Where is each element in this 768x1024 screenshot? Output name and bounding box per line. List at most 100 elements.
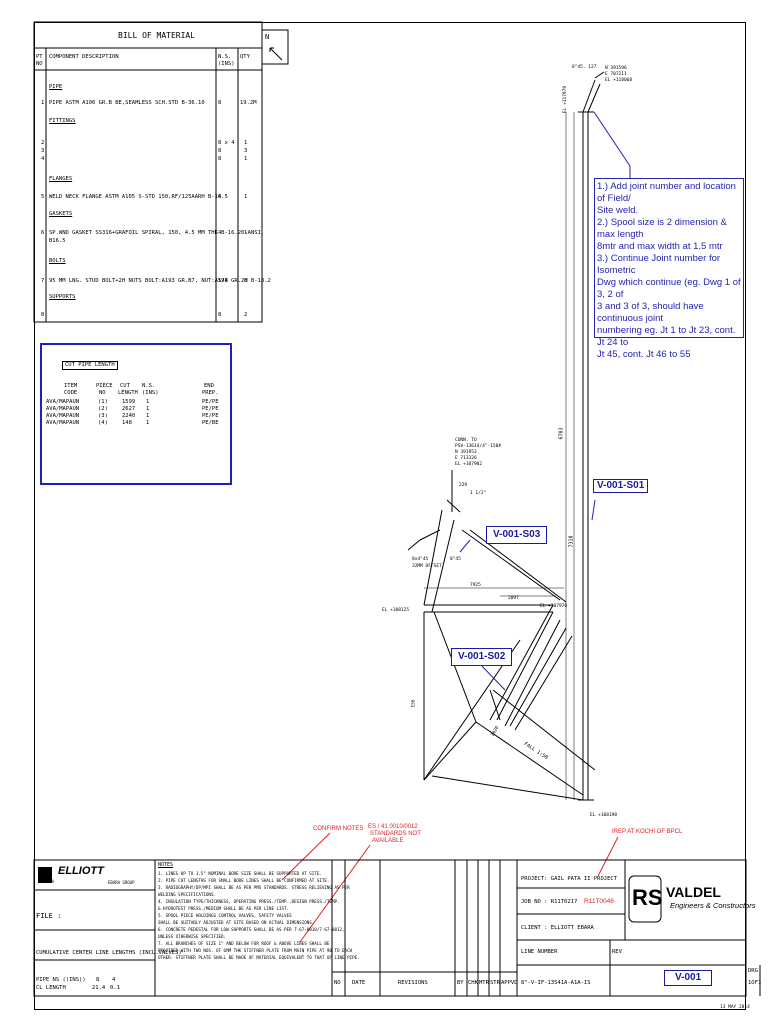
bom-row-ns: 4 — [218, 230, 222, 236]
cut-header-prep: PREP. — [202, 390, 219, 396]
bom-row-qty: 2 — [244, 312, 248, 318]
general-note-line: 2. PIPE CUT LENGTHS FOR SMALL BORE LINES… — [158, 878, 330, 883]
bom-row-desc: WELD NECK FLANGE ASTM A105 S-STD 150,RF/… — [49, 194, 228, 200]
bom-row-desc: 95 MM LNG. STUD BOLT+2H NUTS BOLT:A193 G… — [49, 278, 271, 284]
cut-row-ns: 1 — [146, 413, 150, 419]
cut-row-length: 2627 — [122, 406, 136, 412]
rev-col-str: STR — [490, 980, 500, 986]
notes-title: NOTES — [158, 862, 174, 868]
iso-elevation: EL +108190 — [590, 813, 618, 818]
rev-col-revisions: REVISIONS — [398, 980, 428, 986]
cut-header-end: END — [204, 383, 214, 389]
pipe-ns-value: 4 — [112, 977, 116, 983]
line-number-label: LINE NUMBER — [521, 949, 558, 955]
bom-row-qty: 19.2M — [240, 100, 257, 106]
rev-col-no: NO — [334, 980, 341, 986]
cut-row-piece: (1) — [98, 399, 108, 405]
red-confirm-notes: CONFIRM NOTES — [313, 826, 364, 832]
cut-header-piece: PIECE — [96, 383, 113, 389]
ebara-mark-icon — [38, 867, 52, 883]
iso-dim: 7925 — [470, 583, 481, 588]
iso-dim: 229 — [459, 483, 468, 488]
note-line: Dwg which continue (eg. Dwg 1 of 3, 2 of — [597, 277, 741, 300]
iso-coord: N 391596 — [605, 66, 627, 71]
sheet-label: 1OF1 — [748, 980, 762, 986]
cut-header-ins: (INS) — [142, 390, 159, 396]
review-note-box: 1.) Add joint number and location of Fie… — [594, 178, 744, 360]
job-no-field: JOB NO : R11T0217 — [521, 899, 578, 905]
cut-row-code: AVA/MAPAUN — [46, 413, 80, 419]
iso-conn: N 391953 — [455, 450, 477, 455]
bom-row-desc: B16.5 — [49, 238, 66, 244]
cut-header-cut: CUT — [120, 383, 130, 389]
iso-reducer: 8x4"45 — [412, 557, 429, 562]
general-note-line: 1. LINES UP TO 1.5" NOMINAL BORE SIZE SH… — [158, 871, 322, 876]
bom-row-ns: 8 — [218, 312, 222, 318]
bom-title: BILL OF MATERIAL — [118, 31, 196, 40]
bom-row-no: 3 — [41, 148, 45, 154]
elliott-text: ELLIOTT — [58, 865, 104, 877]
project-field: PROJECT: GAIL PATA II PROJECT — [521, 876, 618, 882]
cumulative-label: CUMULATIVE CENTER LINE LENGTHS (INCL.VAL… — [36, 950, 182, 956]
bom-row-no: 5 — [41, 194, 45, 200]
iso-dim: 7310 — [568, 535, 575, 548]
general-note-line: SHALL BE SUITABLY ADJUSTED AT SITE BASED… — [158, 920, 315, 925]
bom-row-no: 2 — [41, 140, 45, 146]
bom-row-ns: 5/8 — [218, 278, 228, 284]
bom-row-qty: 1 — [244, 230, 248, 236]
note-line: 8mtr and max width at 1.5 mtr — [597, 241, 723, 252]
bom-row-ns: 8 — [218, 148, 222, 154]
general-note-line: & HYDROTEST PRESS./MEDIUM SHALL BE AS PE… — [158, 906, 290, 911]
iso-elbow: 8"45 — [450, 557, 461, 562]
general-note-line: 5. SPOOL PIECE HOLDINGS CONTROL VALVES, … — [158, 913, 292, 918]
iso-elevation: EL +108125 — [382, 608, 410, 613]
cut-row-ns: 1 — [146, 420, 150, 426]
iso-conn: PSV-13614/4"-150# — [455, 444, 502, 449]
bom-col-pt: PT — [36, 54, 43, 60]
print-date: 13 MAY 2014 — [720, 1005, 750, 1010]
cut-row-prep: PE/BE — [202, 420, 219, 426]
file-label: FILE : — [36, 912, 62, 920]
cut-header-length: LENGTH — [118, 390, 138, 396]
general-note-line: UNLESS OTHERWISE SPECIFIED. — [158, 934, 227, 939]
cut-row-piece: (2) — [98, 406, 108, 412]
cut-row-length: 148 — [122, 420, 132, 426]
ebara-group-text: EBARA GROUP — [108, 880, 135, 885]
note-line: 2.) Spool size is 2 dimension & max leng… — [597, 217, 727, 240]
engineers-tagline: Engineers & Constructors — [670, 901, 756, 910]
rev-col-appvd: APPVD — [501, 980, 518, 986]
cut-row-prep: PE/PE — [202, 399, 219, 405]
client-field: CLIENT : ELLIOTT EBARA — [521, 925, 594, 931]
bom-section-flanges: FLANGES — [49, 176, 73, 182]
cut-row-code: AVA/MAPAUN — [46, 399, 80, 405]
bom-row-ns: 8 — [218, 100, 222, 106]
cut-pipe-length-table: CUT PIPE LENGTH ITEM CODE PIECE NO CUT L… — [40, 343, 232, 485]
red-standards: ES / 41 0010/0012 — [368, 824, 418, 830]
bom-col-qty: QTY — [240, 54, 250, 60]
iso-conn: EL +107902 — [455, 462, 483, 467]
cut-header-no: NO — [99, 390, 106, 396]
iso-coord: EL +118068 — [605, 78, 633, 83]
bom-col-desc: COMPONENT DESCRIPTION — [49, 54, 119, 60]
general-note-line: 4. INSULATION TYPE/THICKNESS, OPERATING … — [158, 899, 340, 904]
bom-row-no: 8 — [41, 312, 45, 318]
iso-offset: 32MM OFFSET — [412, 564, 442, 569]
bom-row-no: 4 — [41, 156, 45, 162]
drg-label: DRG — [748, 968, 758, 974]
spool-label-s01: V-001-S01 — [593, 479, 649, 493]
drawing-frame — [34, 22, 746, 1010]
cut-header-ns: N.S. — [142, 383, 156, 389]
spool-label-s03: V-001-S03 — [486, 526, 548, 544]
note-line: 1.) Add joint number and location of Fie… — [597, 181, 736, 204]
bom-row-qty: 1 — [244, 156, 248, 162]
iso-elevation: EL +107970 — [540, 604, 568, 609]
cut-row-code: AVA/MAPAUN — [46, 420, 80, 426]
bom-row-qty: 1 — [244, 194, 248, 200]
cut-pipe-title: CUT PIPE LENGTH — [62, 361, 118, 370]
note-line: numbering eg. Jt 1 to Jt 23, cont. Jt 24… — [597, 325, 736, 348]
cut-row-ns: 1 — [146, 406, 150, 412]
bom-row-no: 1 — [41, 100, 45, 106]
bom-section-supports: SUPPORTS — [49, 294, 76, 300]
job-no-red: R11T0046 — [584, 898, 614, 905]
iso-dim: 2097 — [508, 596, 519, 601]
